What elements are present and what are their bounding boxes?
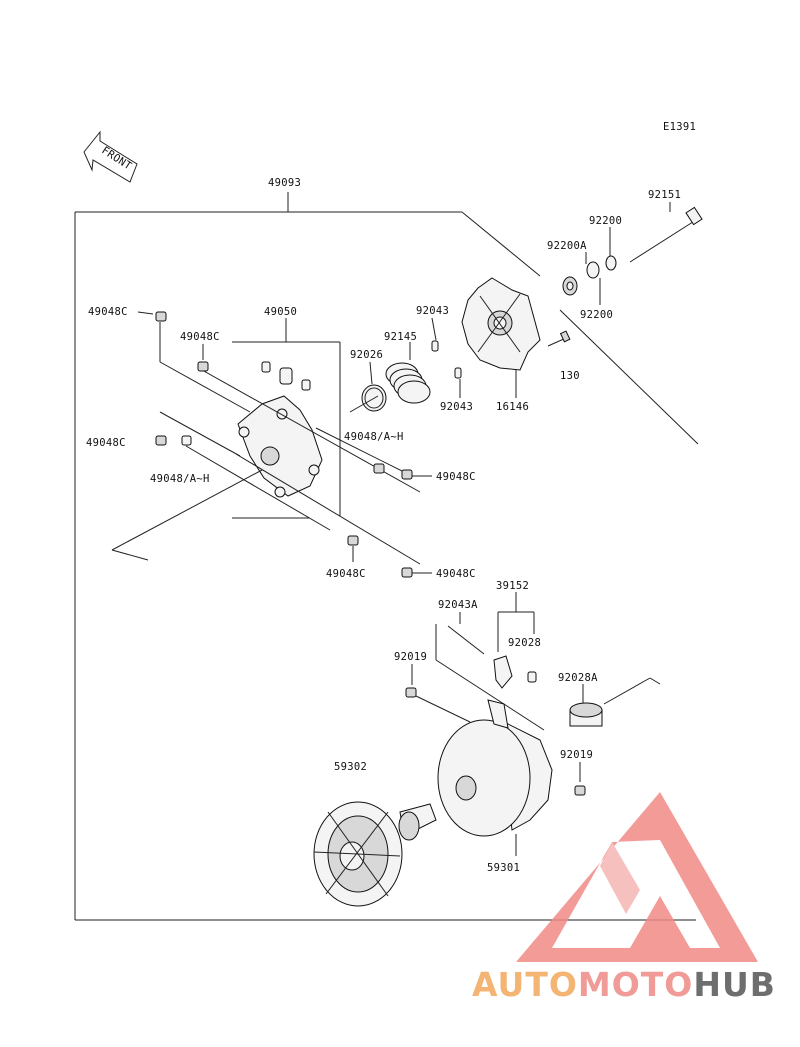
assembly-frame [74,192,699,921]
pin-92043a [435,612,545,731]
pin-92043-top [431,317,439,352]
label-49048c-bottom: 49048C [326,568,366,580]
nut-92019-right [574,762,586,796]
fixed-sheave-59302 [313,801,437,907]
label-59301: 59301 [487,862,520,874]
label-59302: 59302 [334,761,367,773]
label-49048ah-right: 49048/A~H [344,431,404,443]
watermark-logo: AUTOMOTOHUB [472,792,776,1004]
screw-130 [547,330,571,347]
bolt-92151 [629,202,703,263]
weight-49048c-bottom [347,535,359,562]
washer-92200-small [562,276,578,296]
label-130: 130 [560,370,580,382]
label-39152: 39152 [496,580,529,592]
weight-49048c-t2 [197,344,209,372]
label-49050: 49050 [264,306,297,318]
label-49048c-r2: 49048C [436,568,476,580]
label-49048ah-left: 49048/A~H [150,473,210,485]
label-92200a: 92200A [547,240,587,252]
cover-16146 [461,277,541,398]
label-92200-bottom: 92200 [580,309,613,321]
label-92019-left: 92019 [394,651,427,663]
label-49048c-t2: 49048C [180,331,220,343]
figure-code: E1391 [663,121,696,133]
weight-49048c-ml [155,435,167,446]
label-49048c-ml: 49048C [86,437,126,449]
part-labels: 49093 92151 92200 92200A 92200 92043 921… [86,177,681,874]
nut-92019-left [405,664,471,723]
pin-92043-bottom [454,367,462,398]
label-92043a: 92043A [438,599,478,611]
label-92026: 92026 [350,349,383,361]
bushing-92028a [569,677,661,727]
front-label: FRONT [99,144,134,172]
label-92028: 92028 [508,637,541,649]
weight-49048ah-left [181,435,192,446]
label-92200-top: 92200 [589,215,622,227]
label-49048c-r1: 49048C [436,471,476,483]
weight-49048c-tl [137,311,167,322]
washer-92200-top [605,227,617,271]
weight-49048c-r2 [401,567,432,578]
label-92043-top: 92043 [416,305,449,317]
washer-92200a [585,252,600,279]
spider-49050 [232,318,341,519]
watermark-text: AUTOMOTOHUB [472,965,776,1004]
spring-92145 [385,342,431,404]
label-92043-bottom: 92043 [440,401,473,413]
watermark-triangle [516,792,758,962]
label-92028a: 92028A [558,672,598,684]
label-49048c-tl: 49048C [88,306,128,318]
label-16146: 16146 [496,401,529,413]
front-direction-arrow: FRONT [83,130,138,183]
label-92151: 92151 [648,189,681,201]
weight-49048c-r1 [373,463,432,480]
label-92145: 92145 [384,331,417,343]
movable-sheave-59301 [437,699,553,856]
label-92019-right: 92019 [560,749,593,761]
roller-group-39152 [493,592,537,689]
label-49093: 49093 [268,177,301,189]
